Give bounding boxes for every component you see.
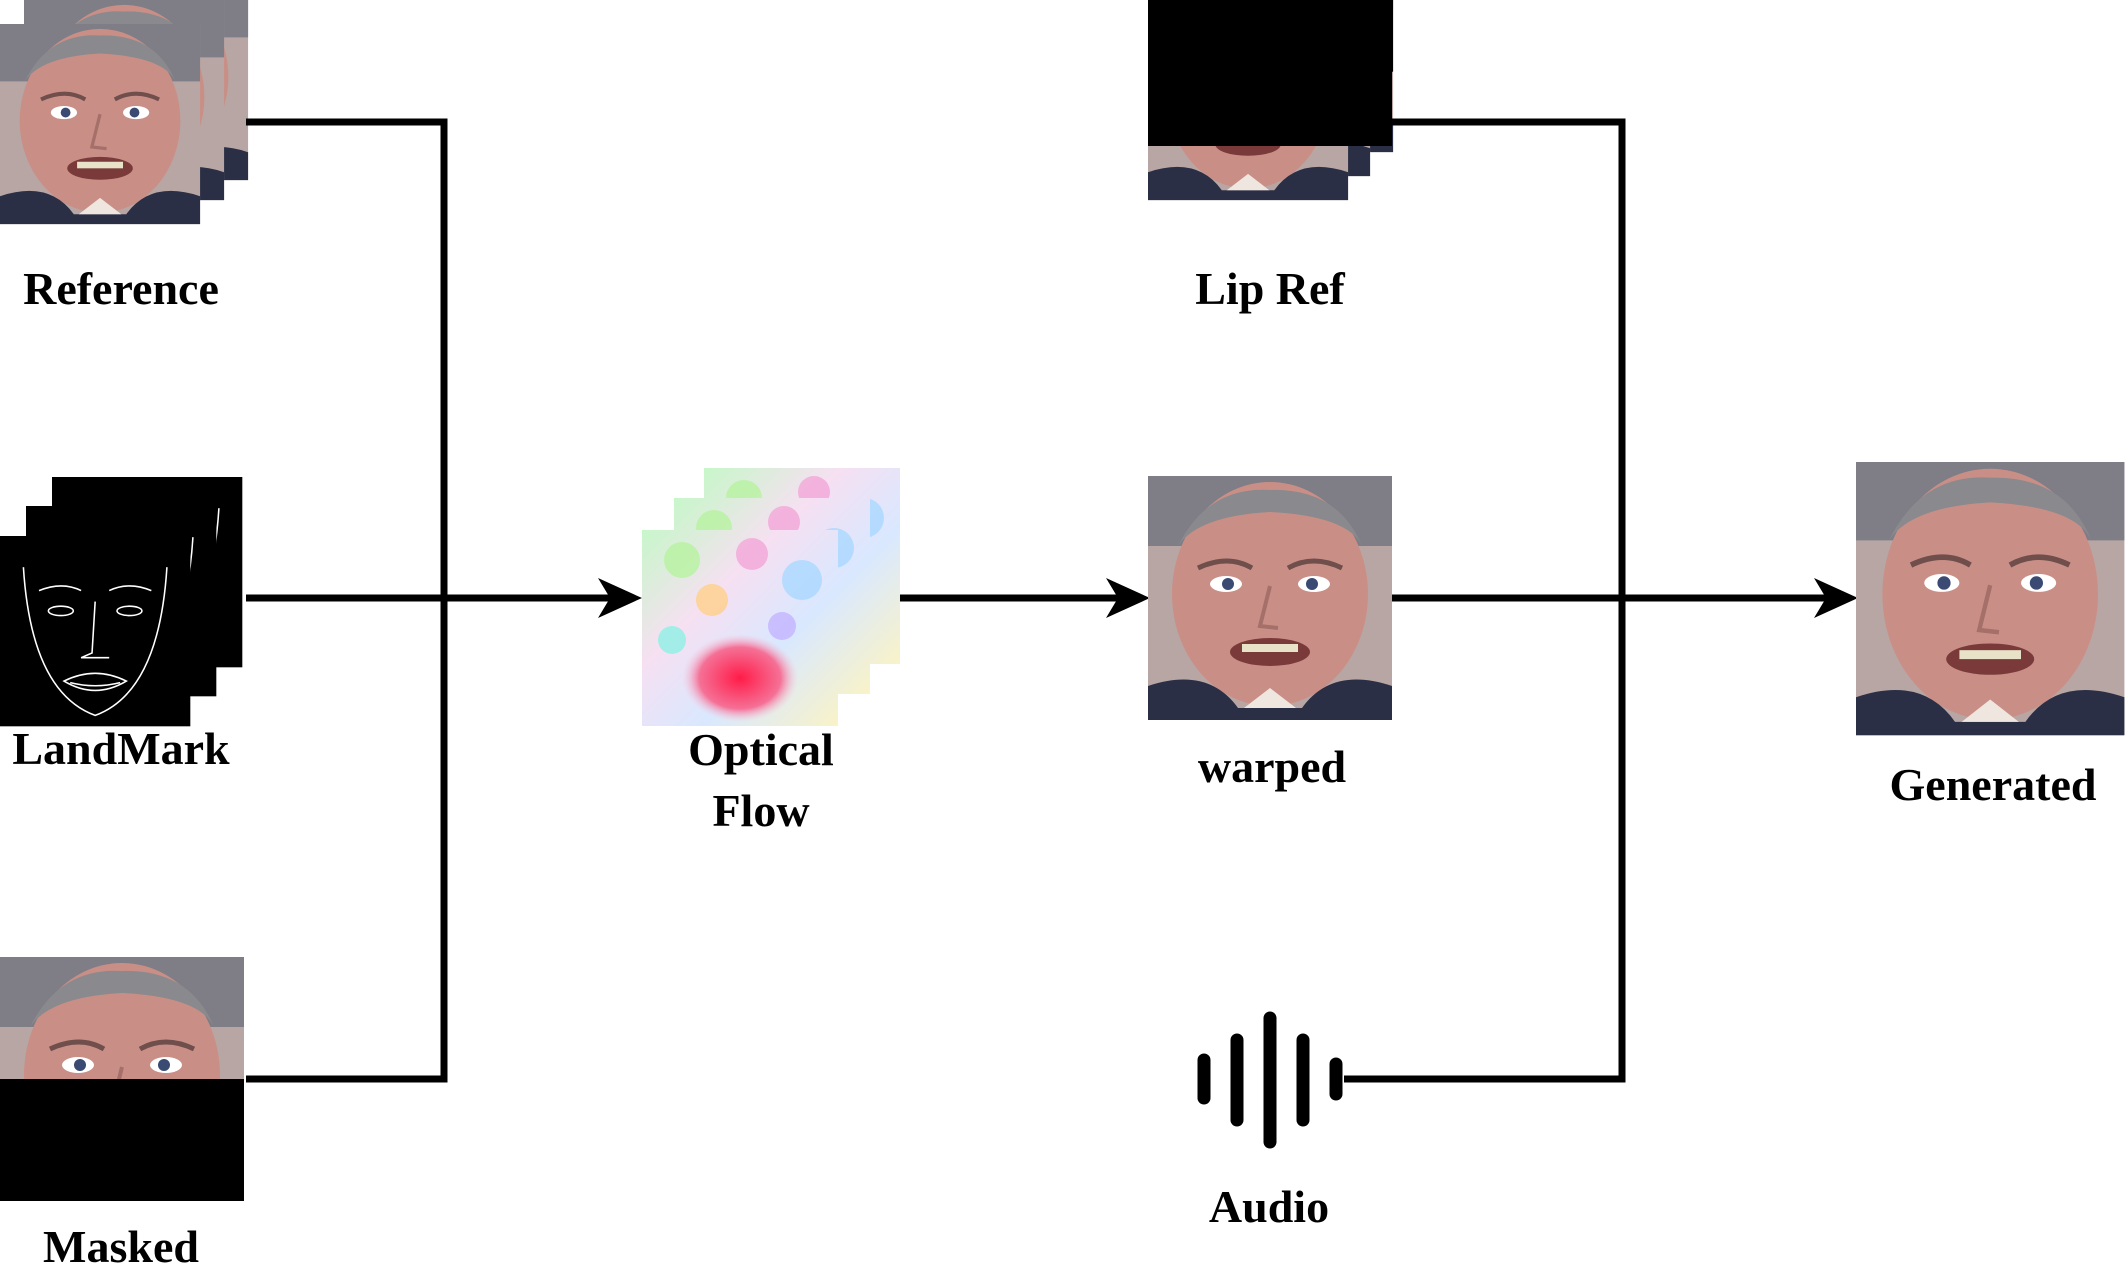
arrow-to-optical-flow: [598, 578, 642, 618]
lip-ref-label: Lip Ref: [1195, 263, 1345, 314]
warped-label: warped: [1198, 741, 1347, 792]
warped-image: [1148, 476, 1392, 720]
lip-ref-image-stack: [1148, 0, 1393, 200]
landmark-label: LandMark: [12, 723, 230, 774]
arrow-to-warped: [1106, 578, 1150, 618]
optical-flow-label-line2: Flow: [712, 785, 809, 836]
generated-label: Generated: [1890, 759, 2097, 810]
audio-waveform-icon: [1197, 1011, 1343, 1149]
masked-label: Masked: [43, 1221, 199, 1272]
reference-image-stack: [0, 0, 248, 224]
masked-image: [0, 957, 244, 1201]
arrow-to-generated: [1814, 578, 1858, 618]
condition-connectors: [1344, 118, 1826, 1083]
reference-label: Reference: [23, 263, 219, 314]
generated-image: [1856, 462, 2124, 735]
input-connectors: [246, 118, 610, 1083]
audio-label: Audio: [1209, 1181, 1329, 1232]
optical-flow-stack: [642, 468, 900, 726]
optical-flow-label-line1: Optical: [688, 724, 834, 775]
landmark-image-stack: [0, 476, 244, 728]
